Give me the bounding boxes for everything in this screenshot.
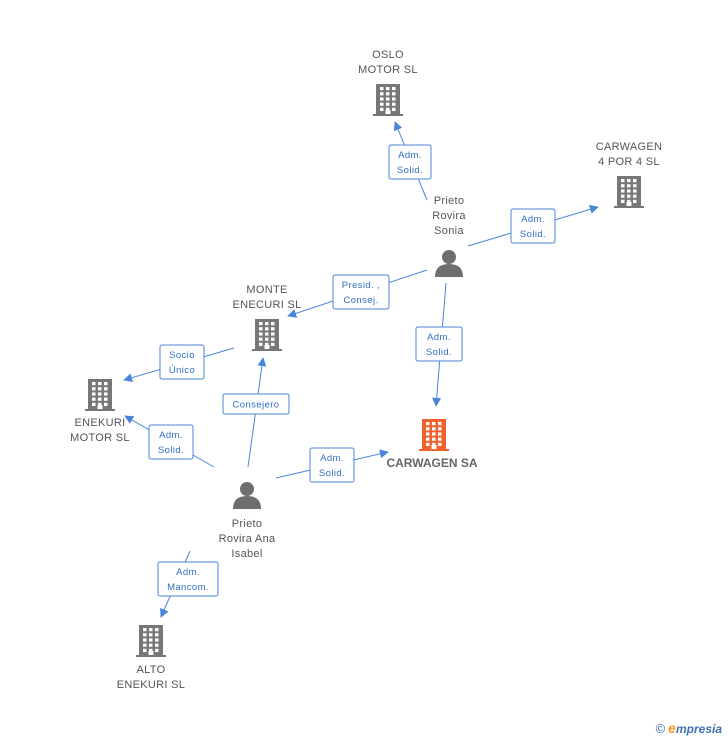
node-carwagen4x4[interactable]: CARWAGEN 4 POR 4 SL — [596, 141, 663, 208]
node-label: ENEKURI — [75, 417, 126, 429]
empresia-watermark: ©empresia — [656, 720, 722, 736]
relationship-label-text: Único — [169, 365, 195, 376]
relationship-label-text: Solid. — [319, 468, 345, 479]
edges-layer: Adm. Solid. Adm. Solid. Presid. , Consej. Adm.… — [123, 121, 599, 618]
edge-ana-alto: Adm. Mancom. — [157, 550, 219, 618]
relationship-label-box — [148, 424, 194, 460]
relationship-label-text: Solid. — [158, 445, 184, 456]
relationship-label-text: Solid. — [520, 229, 546, 240]
building-icon — [419, 419, 449, 451]
relationship-label-box — [157, 561, 219, 597]
node-label: ENECURI SL — [232, 299, 301, 311]
relationship-label-box — [309, 447, 355, 483]
relationship-label-text: Solid. — [426, 347, 452, 358]
edge-ana-monte: Consejero — [222, 357, 290, 468]
node-label: Rovira — [432, 210, 466, 222]
node-label: ALTO — [137, 664, 166, 676]
node-monte[interactable]: MONTE ENECURI SL — [232, 284, 301, 351]
relationship-label[interactable]: Adm. Solid. — [148, 424, 194, 460]
brand-name: mpresia — [675, 722, 722, 736]
relationship-label-text: Adm. — [320, 453, 344, 464]
relationship-label-box — [222, 393, 290, 415]
edge-sonia-carwagen4x4: Adm. Solid. — [467, 205, 599, 247]
relationship-label-text: Consejero — [233, 400, 280, 411]
relationship-label[interactable]: Consejero — [222, 393, 290, 415]
relationship-label-text: Adm. — [159, 430, 183, 441]
relationship-label-box — [415, 326, 463, 362]
brand-initial: e — [668, 720, 676, 736]
edge-sonia-oslo: Adm. Solid. — [388, 121, 432, 201]
node-label: MOTOR SL — [358, 64, 418, 76]
edge-sonia-carwagen: Adm. Solid. — [415, 282, 463, 407]
node-alto[interactable]: ALTO ENEKURI SL — [117, 625, 185, 691]
edge-sonia-monte: Presid. , Consej. — [287, 269, 428, 318]
person-icon — [435, 250, 463, 277]
relationship-label[interactable]: Adm. Solid. — [510, 208, 556, 244]
relationship-label-text: Adm. — [176, 567, 200, 578]
node-carwagen[interactable]: CARWAGEN SA — [386, 419, 478, 470]
edge-ana-enekuri: Adm. Solid. — [124, 415, 215, 468]
relationship-label-text: Adm. — [427, 332, 451, 343]
relationship-label-text: Solid. — [397, 165, 423, 176]
node-label: ENEKURI SL — [117, 679, 185, 691]
relationship-label-box — [510, 208, 556, 244]
node-label: 4 POR 4 SL — [598, 156, 660, 168]
building-icon — [136, 625, 166, 657]
node-label: Prieto — [232, 518, 263, 530]
relationship-label[interactable]: Adm. Mancom. — [157, 561, 219, 597]
node-label: MOTOR SL — [70, 432, 130, 444]
node-label: Rovira Ana — [219, 533, 276, 545]
relationship-label[interactable]: Adm. Solid. — [309, 447, 355, 483]
edge-ana-carwagen: Adm. Solid. — [275, 447, 389, 483]
node-enekuri[interactable]: ENEKURI MOTOR SL — [70, 379, 130, 444]
building-icon — [373, 84, 403, 116]
node-label: Isabel — [231, 548, 262, 560]
relationship-label-text: Consej. — [343, 295, 378, 306]
relationship-label-box — [388, 144, 432, 180]
node-label: Sonia — [434, 225, 464, 237]
node-label: Prieto — [434, 195, 465, 207]
node-oslo[interactable]: OSLO MOTOR SL — [358, 49, 418, 116]
relationship-label-box — [332, 274, 390, 310]
building-icon — [252, 319, 282, 351]
relationship-label-text: Socio — [169, 350, 195, 361]
building-icon — [614, 176, 644, 208]
relationship-label[interactable]: Adm. Solid. — [415, 326, 463, 362]
node-label: MONTE — [246, 284, 287, 296]
relationship-label[interactable]: Presid. , Consej. — [332, 274, 390, 310]
relationship-label-text: Presid. , — [342, 280, 380, 291]
node-label: OSLO — [372, 49, 404, 61]
relationship-label-text: Adm. — [398, 150, 422, 161]
copyright-icon: © — [655, 721, 666, 736]
node-label: CARWAGEN — [596, 141, 663, 153]
person-icon — [233, 482, 261, 509]
relationship-label[interactable]: Adm. Solid. — [388, 144, 432, 180]
node-label: CARWAGEN SA — [386, 456, 477, 470]
building-icon — [85, 379, 115, 411]
relationship-label-text: Adm. — [521, 214, 545, 225]
relationship-label-box — [159, 344, 205, 380]
relationship-label-text: Mancom. — [167, 582, 209, 593]
